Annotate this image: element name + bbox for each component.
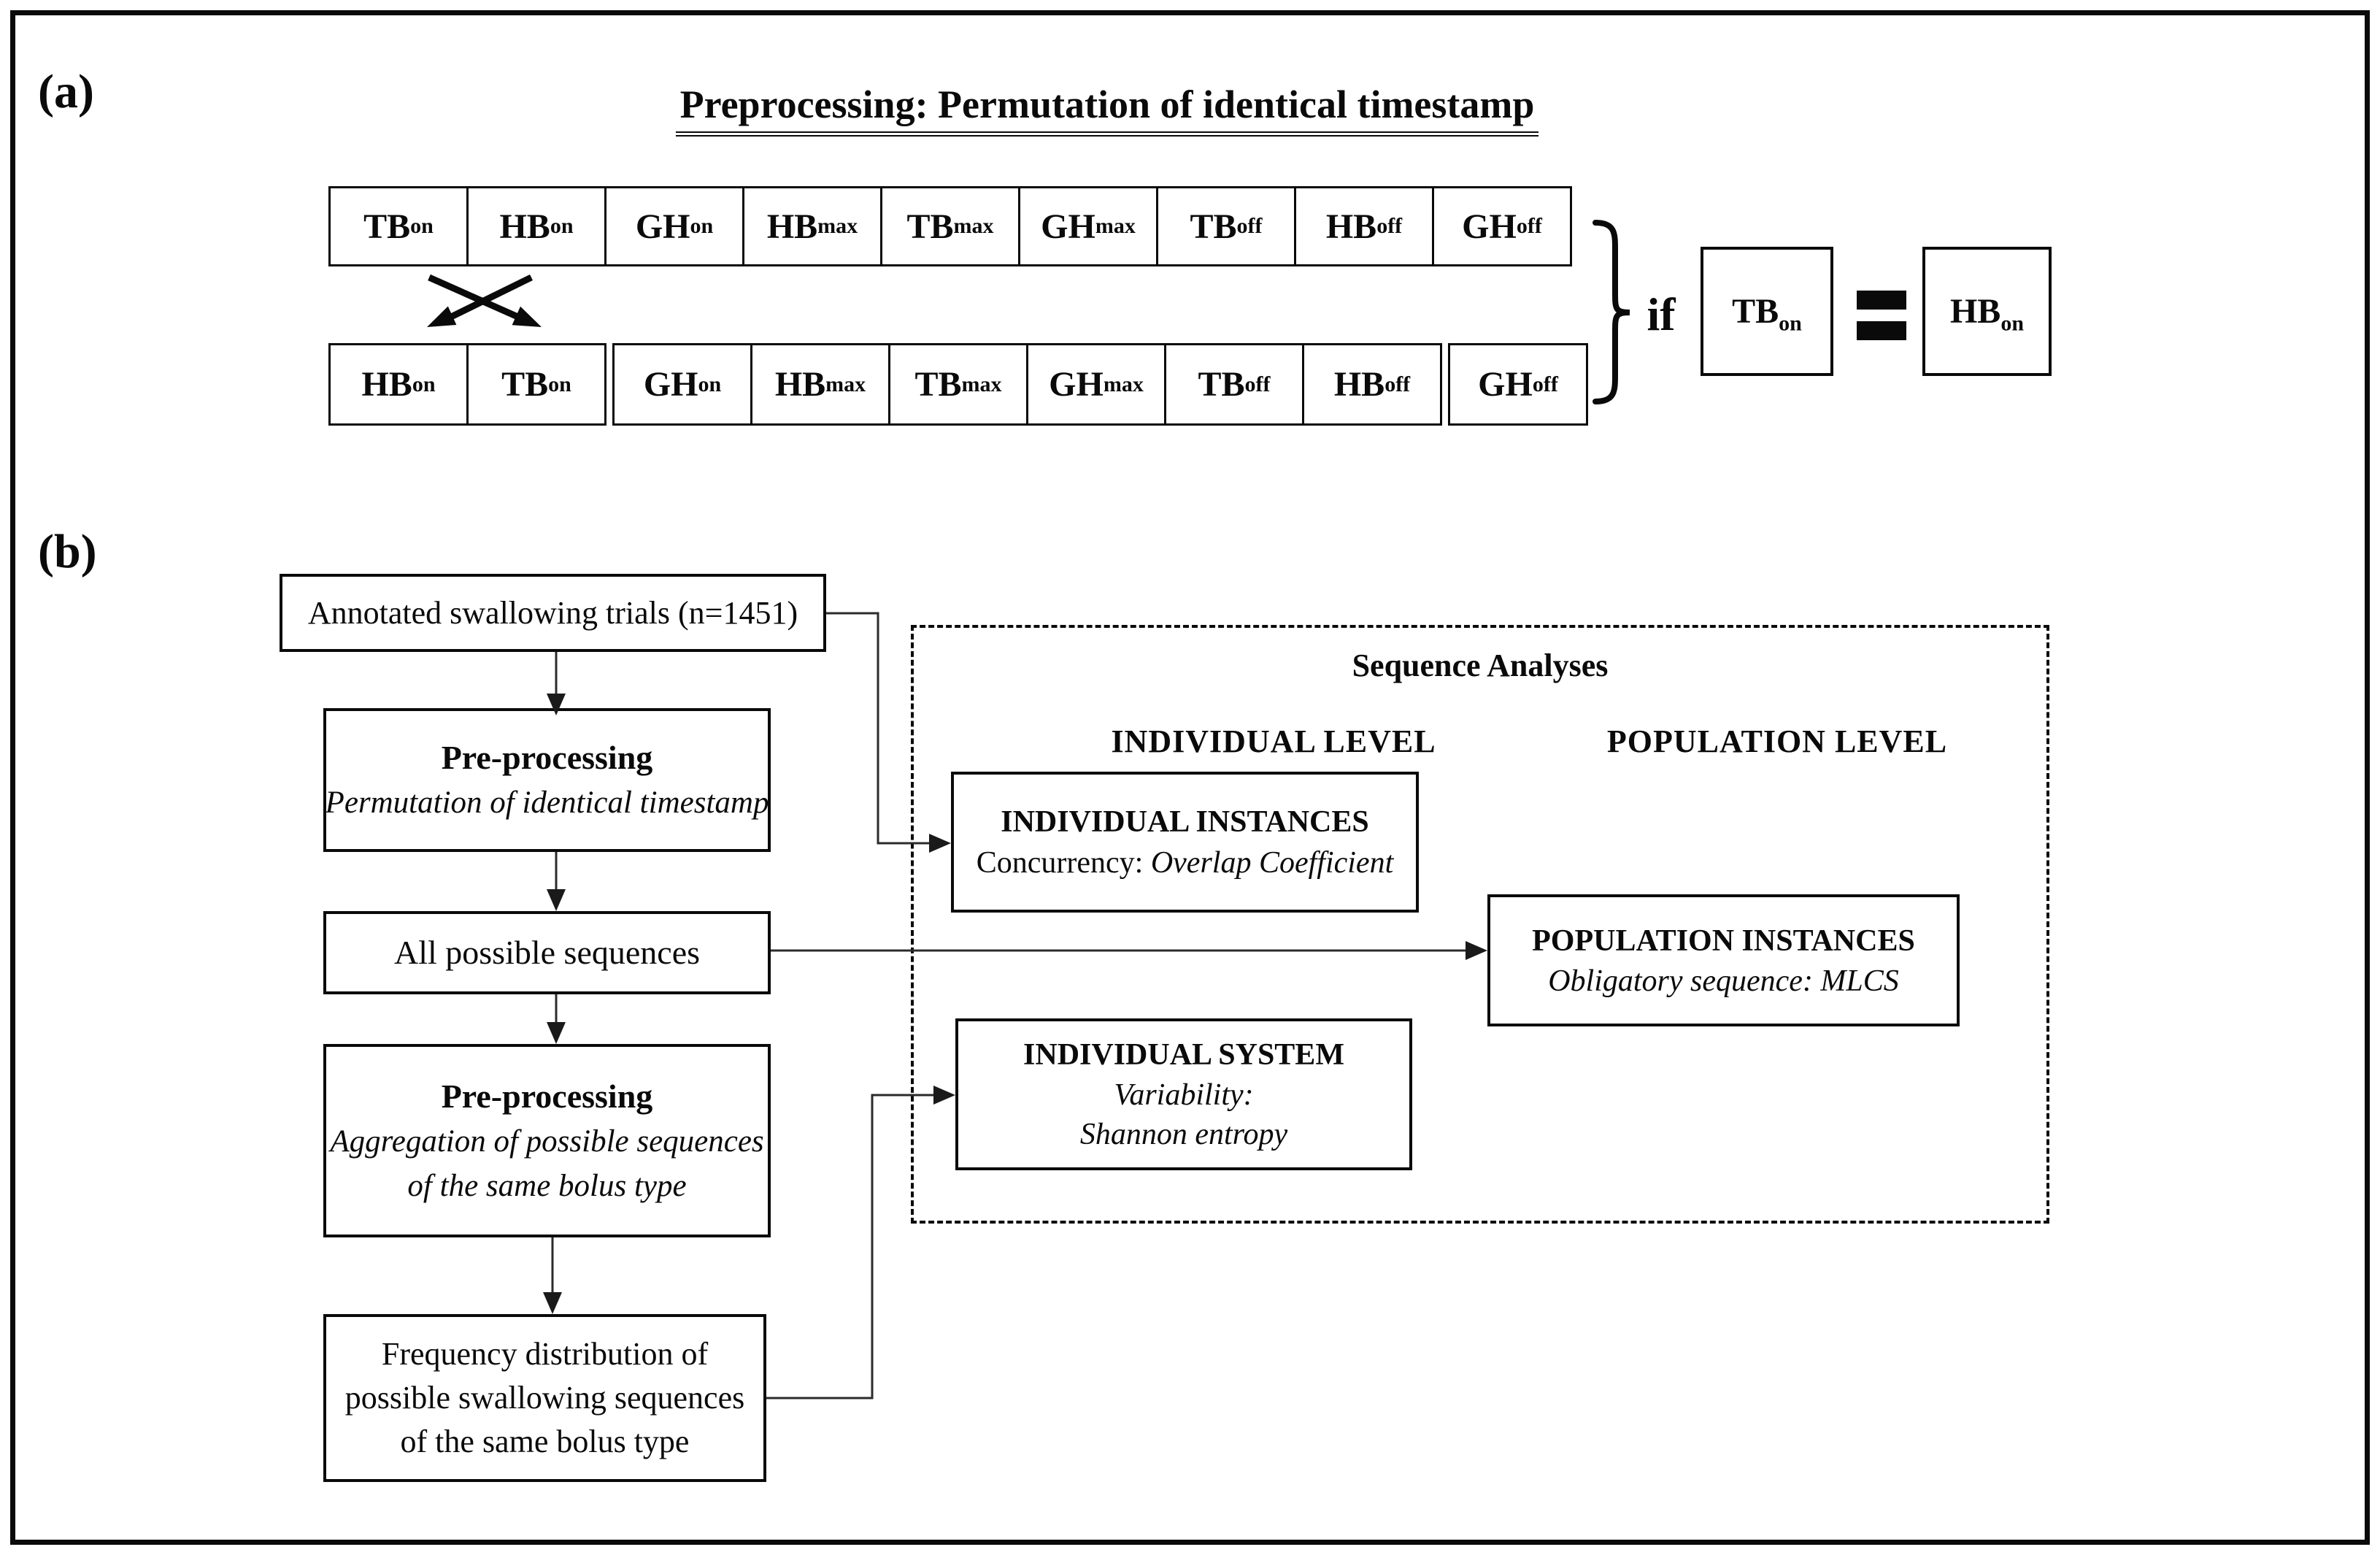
flow-box-annotated-trials: Annotated swallowing trials (n=1451) — [280, 574, 826, 652]
preprocessing2-subtitle-line1: Aggregation of possible sequences — [330, 1124, 764, 1159]
preprocessing2-subtitle-line2: of the same bolus type — [407, 1168, 687, 1203]
sequence-analyses-title: Sequence Analyses — [1352, 648, 1609, 683]
panel-a-title-wrap: Preprocessing: Permutation of identical … — [631, 82, 1584, 137]
panel-a-label: (a) — [38, 65, 94, 118]
all-sequences-text: All possible sequences — [393, 934, 701, 971]
preprocessing1-subtitle: Permutation of identical timestamp — [325, 786, 769, 820]
panel-b-label: (b) — [38, 525, 97, 578]
sequence-analyses-region — [911, 625, 2049, 1224]
frequency-text-line2: possible swallowing sequences — [344, 1380, 745, 1416]
preprocessing2-title: Pre-processing — [441, 1077, 653, 1115]
if-label: if — [1647, 288, 1676, 340]
population-instances-title: POPULATION INSTANCES — [1532, 924, 1915, 958]
individual-level-header: INDIVIDUAL LEVEL — [1111, 723, 1436, 759]
condition-left-box: TBon — [1701, 247, 1833, 376]
flow-box-preprocessing-1: Pre-processing Permutation of identical … — [323, 708, 771, 852]
individual-system-box: INDIVIDUAL SYSTEM Variability: Shannon e… — [955, 1018, 1412, 1170]
individual-system-subtitle-line2: Shannon entropy — [1079, 1118, 1288, 1151]
equals-icon — [1857, 321, 1906, 340]
frequency-text-line3: of the same bolus type — [400, 1424, 690, 1459]
equals-icon — [1857, 291, 1906, 310]
flow-box-frequency-distribution: Frequency distribution of possible swall… — [323, 1314, 766, 1482]
flow-box-all-sequences: All possible sequences — [323, 911, 771, 994]
population-level-header: POPULATION LEVEL — [1606, 723, 1948, 759]
individual-system-title: INDIVIDUAL SYSTEM — [1023, 1038, 1344, 1072]
flow-box-preprocessing-2: Pre-processing Aggregation of possible s… — [323, 1044, 771, 1237]
individual-system-subtitle-line1: Variability: — [1114, 1078, 1254, 1112]
individual-instances-title: INDIVIDUAL INSTANCES — [1001, 805, 1369, 839]
panel-a-title: Preprocessing: Permutation of identical … — [675, 82, 1539, 137]
individual-instances-subtitle: Concurrency: Overlap Coefficient — [976, 845, 1394, 880]
flow-box-annotated-trials-text: Annotated swallowing trials (n=1451) — [307, 594, 798, 631]
population-instances-subtitle: Obligatory sequence: MLCS — [1548, 964, 1899, 998]
frequency-text-line1: Frequency distribution of — [381, 1336, 709, 1372]
population-instances-box: POPULATION INSTANCES Obligatory sequence… — [1487, 894, 1960, 1026]
individual-instances-box: INDIVIDUAL INSTANCES Concurrency: Overla… — [951, 772, 1419, 913]
condition-right-box: HBon — [1922, 247, 2052, 376]
outer-border — [10, 10, 2370, 1545]
preprocessing1-title: Pre-processing — [441, 739, 653, 776]
